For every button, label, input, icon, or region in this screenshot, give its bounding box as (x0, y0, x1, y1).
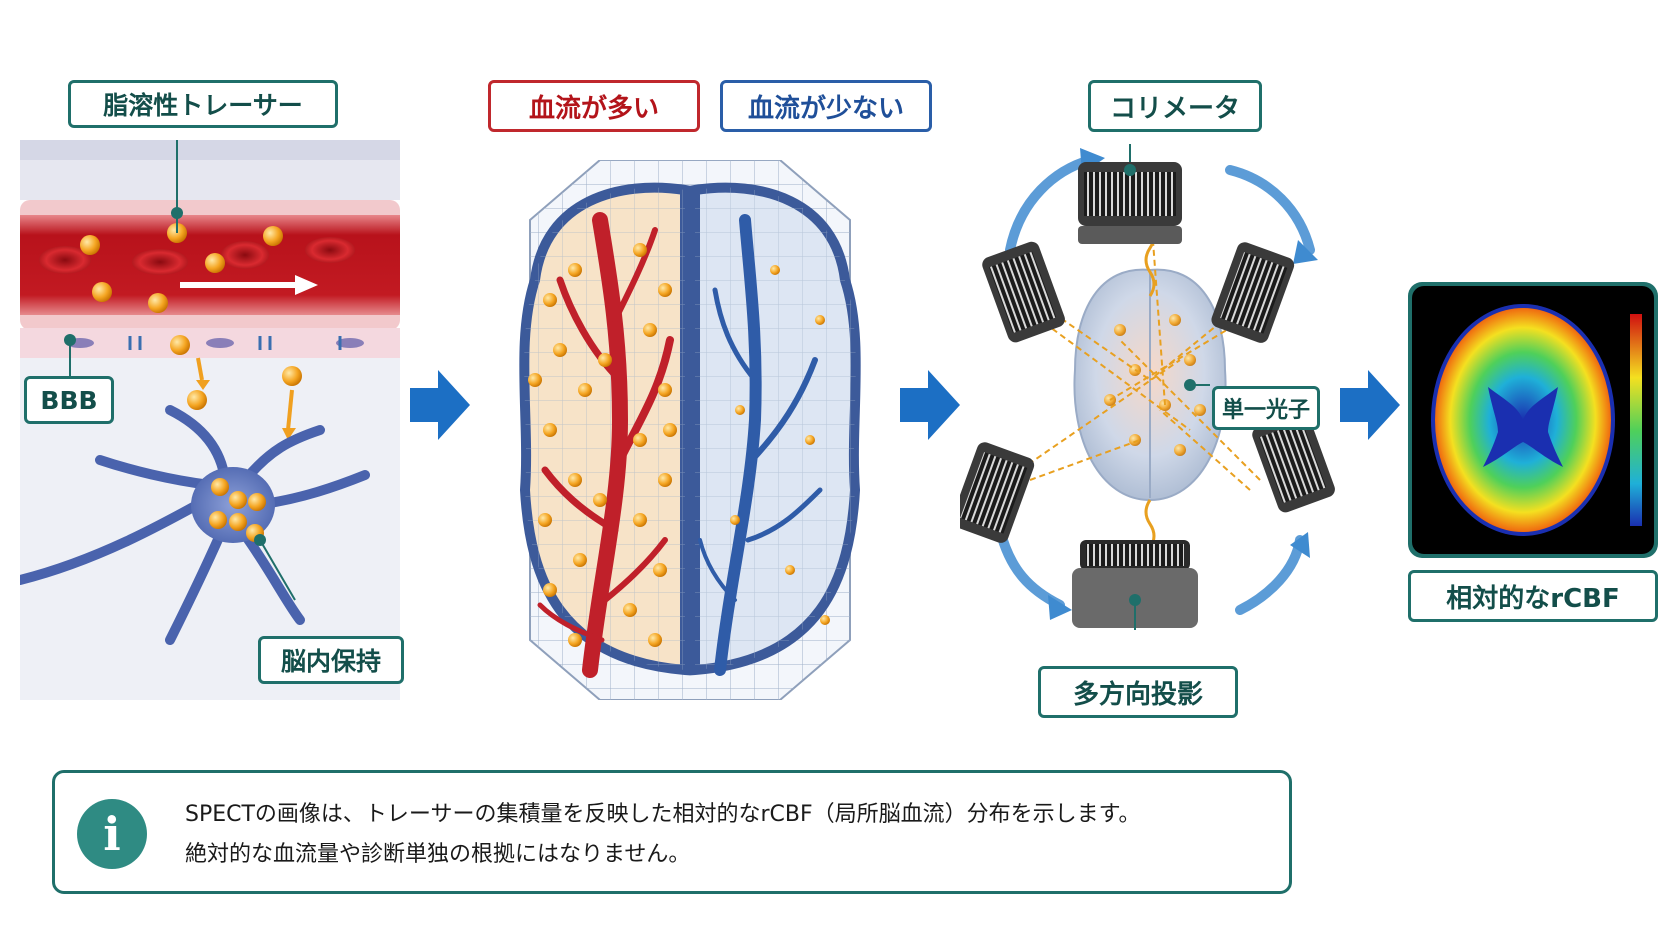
arrow-right-icon (900, 370, 960, 440)
retention-label: 脳内保持 (258, 636, 404, 684)
low-flow-label: 血流が少ない (720, 80, 932, 132)
vessel-bbb-neuron-illustration (20, 140, 400, 700)
spect-acquisition-illustration (960, 144, 1335, 630)
arrow-right-icon (410, 370, 470, 440)
tracer-label: 脂溶性トレーサー (68, 80, 338, 128)
collimator-label: コリメータ (1088, 80, 1262, 132)
info-note-text: SPECTの画像は、トレーサーの集積量を反映した相対的なrCBF（局所脳血流）分… (185, 795, 1285, 875)
bbb-label: BBB (24, 376, 114, 424)
brain-perfusion-illustration (519, 160, 861, 700)
info-note-line-1: SPECTの画像は、トレーサーの集積量を反映した相対的なrCBF（局所脳血流）分… (185, 802, 1141, 827)
high-flow-label: 血流が多い (488, 80, 700, 132)
relative-rcbf-label: 相対的なrCBF (1408, 570, 1658, 622)
info-note-line-2: 絶対的な血流量や診断単独の根拠にはなりません。 (185, 842, 691, 867)
info-note-box: i SPECTの画像は、トレーサーの集積量を反映した相対的なrCBF（局所脳血流… (52, 770, 1292, 894)
multi-projection-label: 多方向投影 (1038, 666, 1238, 718)
arrow-right-icon (1340, 370, 1400, 440)
single-photon-label: 単一光子 (1212, 386, 1320, 430)
info-icon: i (77, 799, 147, 869)
rcbf-map-image (1408, 282, 1658, 558)
